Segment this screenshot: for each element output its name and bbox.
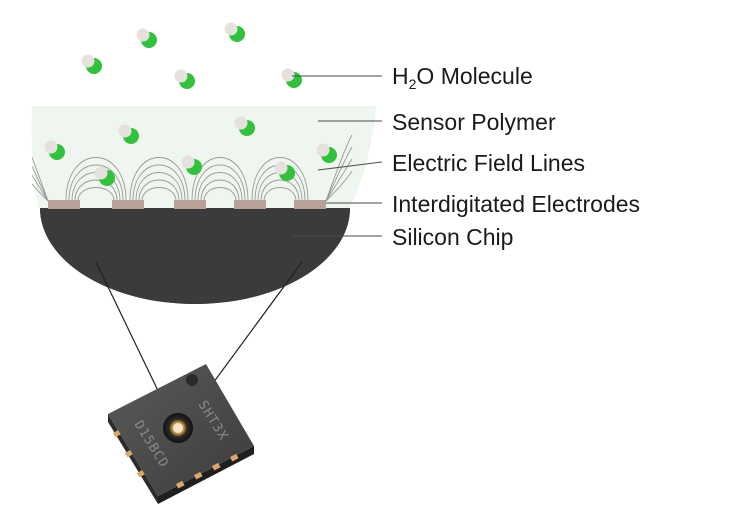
electrode (112, 200, 144, 209)
field-line (325, 134, 353, 202)
field-line (325, 158, 353, 202)
field-line (260, 179, 300, 202)
water-molecule-icon (118, 124, 139, 144)
electrode (294, 200, 326, 209)
field-line (135, 172, 183, 202)
field-line (263, 187, 297, 202)
water-molecule-icon (181, 155, 202, 175)
label-electric-field-lines: Electric Field Lines (392, 150, 585, 176)
label-h2o-molecule: H2O Molecule (392, 63, 533, 92)
package-pads (112, 429, 239, 489)
field-line (325, 170, 353, 202)
field-line (191, 157, 249, 202)
water-molecule-icon (234, 116, 255, 136)
water-molecule-icon (224, 22, 245, 42)
label-sensor-polymer: Sensor Polymer (392, 109, 556, 135)
electrode (174, 200, 206, 209)
field-line (138, 179, 180, 202)
water-molecule-icon (81, 54, 102, 74)
field-line (141, 187, 177, 202)
field-line (194, 164, 246, 202)
field-line (68, 164, 124, 202)
water-molecule-icon (316, 143, 337, 163)
field-line (203, 187, 237, 202)
water-molecule-icon (274, 161, 295, 181)
sensor-package: SHT3X D15BCD (108, 364, 254, 504)
field-line (32, 146, 49, 202)
pin1-marker-icon (186, 374, 198, 386)
water-molecule-icon (174, 69, 195, 89)
label-silicon-chip: Silicon Chip (392, 224, 513, 250)
electrode (48, 200, 80, 209)
water-molecules (44, 22, 337, 186)
field-line (325, 146, 353, 202)
interdigitated-electrodes (48, 200, 326, 209)
field-line (132, 164, 186, 202)
field-line (32, 170, 49, 202)
water-molecule-icon (94, 166, 115, 186)
field-line (129, 157, 189, 202)
water-molecule-icon (281, 68, 302, 88)
field-line (200, 179, 240, 202)
electric-field-lines (32, 134, 353, 202)
field-line (32, 134, 49, 202)
label-interdigitated-electrodes: Interdigitated Electrodes (392, 191, 640, 217)
field-line (77, 187, 115, 202)
water-molecule-icon (44, 140, 65, 160)
field-line (74, 179, 118, 202)
water-molecule-icon (136, 28, 157, 48)
field-line (32, 158, 49, 202)
field-line (65, 157, 127, 202)
leader-lines (292, 75, 383, 237)
field-line (197, 172, 243, 202)
field-line (251, 157, 309, 202)
electrode (234, 200, 266, 209)
